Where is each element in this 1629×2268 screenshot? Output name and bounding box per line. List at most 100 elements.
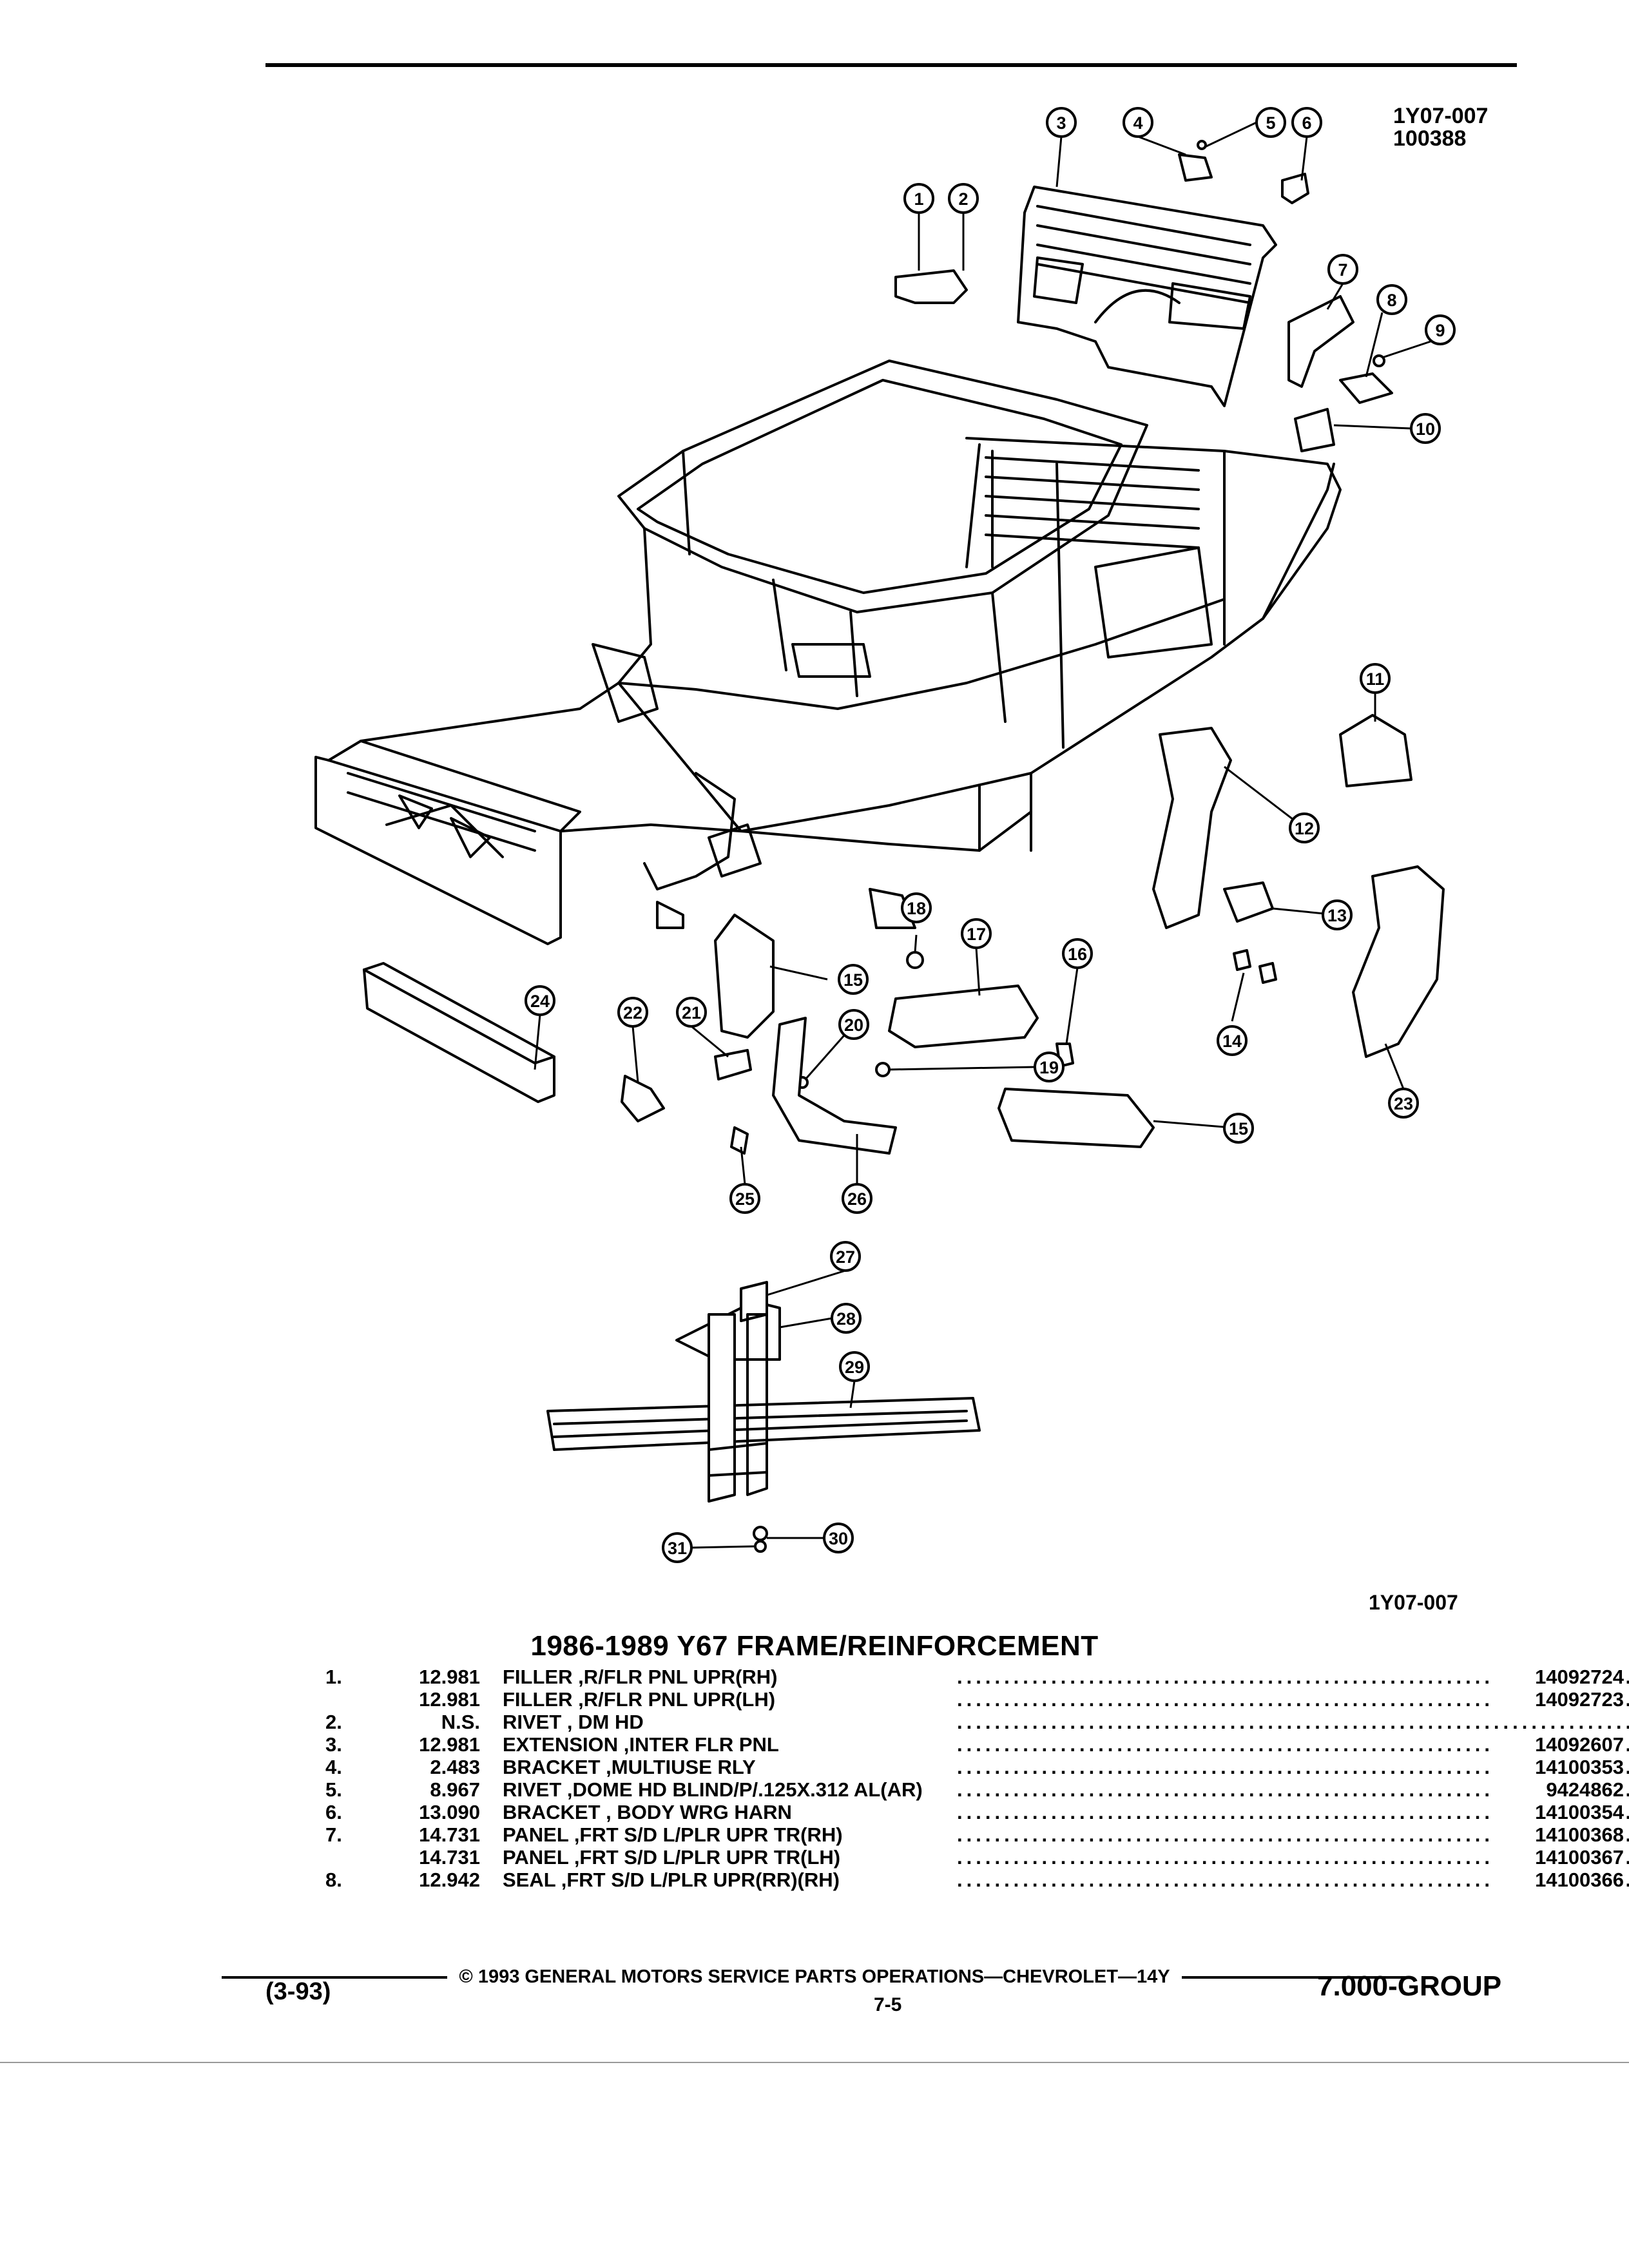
part-22-part (621, 1075, 665, 1122)
parts-row: ........................................… (313, 1688, 1629, 1711)
callout-1: 1 (914, 189, 923, 209)
part-11-part (1339, 714, 1412, 787)
part-number: 14092724 (1489, 1666, 1624, 1688)
parts-row: ........................................… (313, 1846, 1629, 1869)
item-description: PANEL ,FRT S/D L/PLR UPR TR(LH) (503, 1846, 849, 1869)
item-number: 8. (325, 1869, 342, 1891)
parts-row: ........................................… (313, 1823, 1629, 1846)
item-price: 12.981 (419, 1666, 480, 1688)
part-24-beam (363, 968, 555, 1103)
bottom-rule (0, 2062, 1629, 2063)
part-number: 14100354 (1489, 1801, 1624, 1823)
part-7-panel (1287, 295, 1354, 388)
item-price: 14.731 (419, 1823, 480, 1846)
part-25-part (730, 1126, 749, 1155)
callout-4: 4 (1133, 113, 1142, 133)
item-price: 13.090 (419, 1801, 480, 1823)
part-number: 14100368 (1489, 1823, 1624, 1846)
item-description: SEAL ,FRT S/D L/PLR UPR(RR)(RH) (503, 1869, 847, 1891)
item-price: 12.981 (419, 1688, 480, 1711)
part-number: 9424862 (1489, 1778, 1624, 1801)
item-price: 2.483 (430, 1756, 480, 1778)
callout-14: 14 (1222, 1032, 1242, 1051)
item-number: 2. (325, 1711, 342, 1733)
part-23-part (1352, 865, 1445, 1058)
callout-16: 16 (1068, 945, 1087, 964)
part-12-part (1152, 727, 1232, 929)
revision-date: (3-93) (265, 1978, 331, 2005)
part-14-part (1233, 949, 1277, 984)
callout-2: 2 (958, 189, 968, 209)
callout-22: 22 (623, 1003, 642, 1023)
part-1-filler (894, 269, 968, 304)
callout-21: 21 (682, 1003, 701, 1023)
item-description: BRACKET ,MULTIUSE RLY (503, 1756, 764, 1778)
part-6-bracket (1281, 173, 1309, 204)
part-5-rivet (1197, 140, 1207, 150)
part-number: 14100367 (1489, 1846, 1624, 1869)
part-9-fastener (1373, 354, 1385, 367)
callout-12: 12 (1295, 819, 1314, 838)
part-21-part (714, 1049, 752, 1081)
item-number: 3. (325, 1733, 342, 1756)
callout-24: 24 (530, 992, 550, 1011)
parts-row: ........................................… (313, 1666, 1629, 1688)
item-price: 12.942 (419, 1869, 480, 1891)
callout-11: 11 (1366, 669, 1385, 689)
callout-23: 23 (1394, 1094, 1413, 1113)
item-description: EXTENSION ,INTER FLR PNL (503, 1733, 787, 1756)
part-4-bracket (1178, 153, 1213, 182)
part-number: 14092607 (1489, 1733, 1624, 1756)
parts-row: ........................................… (313, 1756, 1629, 1778)
item-description: PANEL ,FRT S/D L/PLR UPR TR(RH) (503, 1823, 851, 1846)
figure-id-label: 1Y07-007 (1369, 1591, 1458, 1614)
item-description: RIVET , DM HD (503, 1711, 651, 1733)
part-15-upper (714, 914, 775, 1039)
part-19-fastener (875, 1062, 891, 1077)
parts-row: ........................................… (313, 1801, 1629, 1823)
item-description: FILLER ,R/FLR PNL UPR(LH) (503, 1688, 784, 1711)
frame-exploded-diagram: 1 2 3 4 5 6 7 8 9 10 11 12 13 14 15 15 1… (314, 107, 1456, 1563)
item-price: 14.731 (419, 1846, 480, 1869)
part-26-part (772, 1017, 897, 1155)
parts-row: ........................................… (313, 1711, 1629, 1733)
callout-19: 19 (1039, 1058, 1059, 1077)
frame-front-crossmember (314, 740, 581, 945)
parts-row: ........................................… (313, 1869, 1629, 1891)
parts-list: ........................................… (313, 1666, 1629, 1891)
part-number: 14100366 (1489, 1869, 1624, 1891)
callout-28: 28 (836, 1309, 856, 1329)
callout-13: 13 (1327, 906, 1347, 925)
callout-8: 8 (1387, 291, 1396, 310)
item-description: RIVET ,DOME HD BLIND/P/.125X.312 AL(AR) (503, 1778, 930, 1801)
item-number: 5. (325, 1778, 342, 1801)
callout-27: 27 (836, 1247, 855, 1267)
item-price: 8.967 (430, 1778, 480, 1801)
part-17-part (888, 985, 1039, 1048)
item-price: N.S. (441, 1711, 480, 1733)
callout-30: 30 (829, 1529, 848, 1548)
callout-26: 26 (847, 1189, 867, 1209)
callout-6: 6 (1302, 113, 1311, 133)
callout-5: 5 (1266, 113, 1275, 133)
callout-29: 29 (845, 1358, 864, 1377)
frame-main-body (360, 360, 1342, 929)
part-13-part (1223, 881, 1274, 923)
crossmember-assembly (546, 1281, 981, 1553)
item-number: 4. (325, 1756, 342, 1778)
part-number: 14092723 (1489, 1688, 1624, 1711)
copyright-text: © 1993 GENERAL MOTORS SERVICE PARTS OPER… (459, 1966, 1170, 1987)
figure-code: 1Y07-007 (1393, 104, 1489, 128)
part-15-lower (998, 1088, 1155, 1148)
callout-31: 31 (668, 1539, 687, 1558)
item-number: 6. (325, 1801, 342, 1823)
part-3-extension-panel (1017, 186, 1277, 407)
figure-date-code: 100388 (1393, 126, 1467, 151)
item-price: 12.981 (419, 1733, 480, 1756)
callout-18: 18 (907, 899, 926, 918)
footer-copyright: © 1993 GENERAL MOTORS SERVICE PARTS OPER… (0, 1966, 1629, 1988)
top-rule (265, 63, 1517, 67)
callout-9: 9 (1435, 321, 1445, 340)
callout-20: 20 (844, 1015, 863, 1035)
part-10-part (1294, 408, 1335, 452)
